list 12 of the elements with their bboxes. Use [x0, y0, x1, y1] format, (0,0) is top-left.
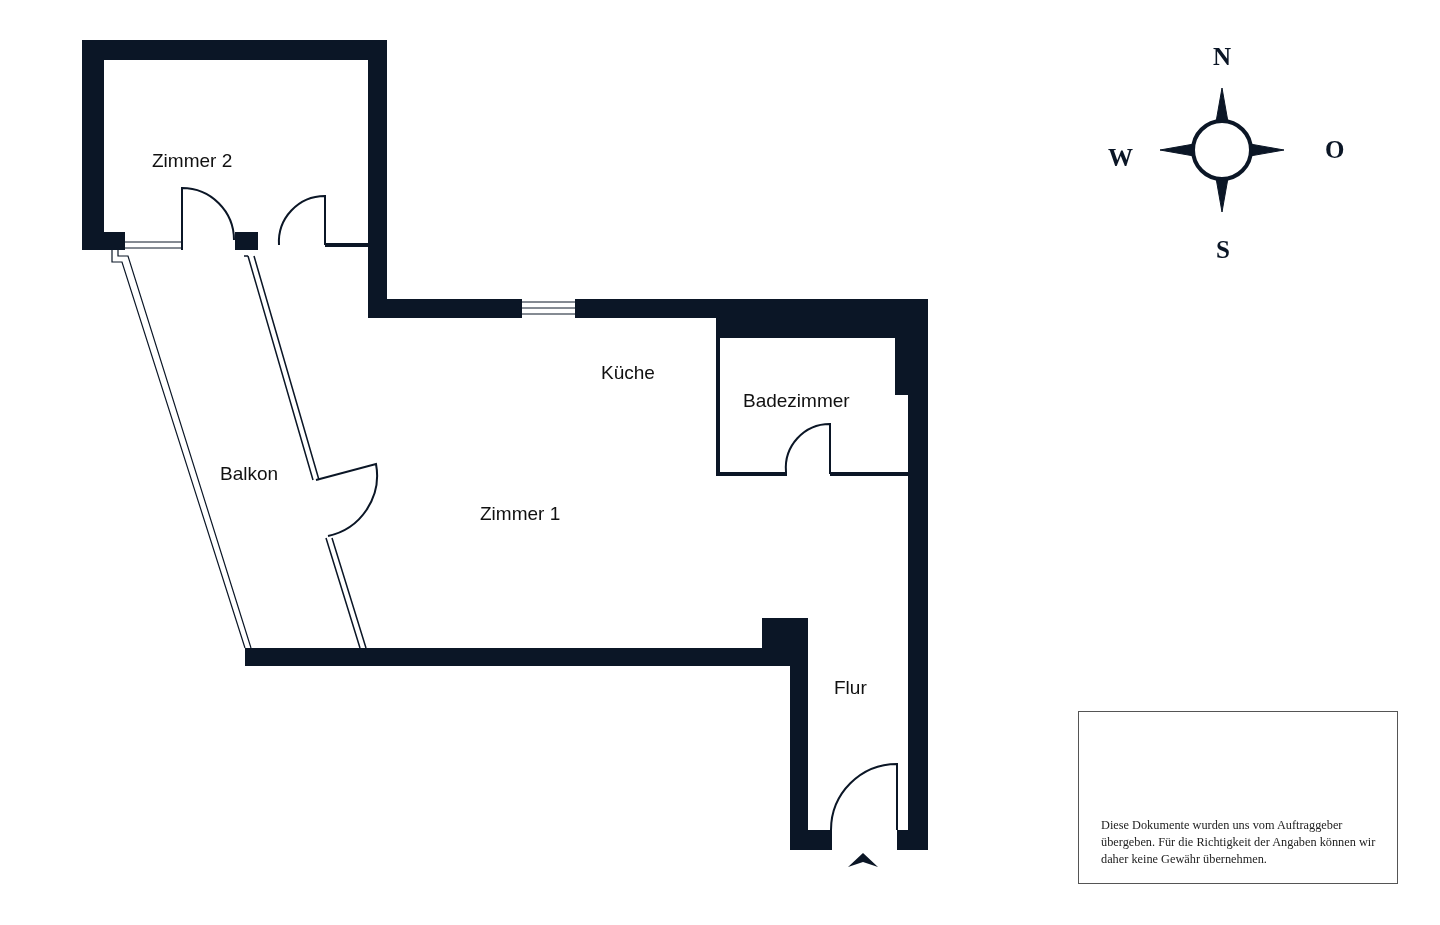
- room-label: Badezimmer: [743, 391, 850, 410]
- room-label: Flur: [834, 678, 867, 697]
- disclaimer-text: Diese Dokumente wurden uns vom Auftraggeber übergeben. Für die Richtigkeit der Angaben können wir daher keine Gewähr übernehmen.: [1101, 817, 1377, 868]
- compass-letter: N: [1213, 44, 1232, 69]
- room-label: Küche: [601, 363, 655, 382]
- disclaimer-card: [1078, 711, 1398, 884]
- room-label: Zimmer 2: [152, 151, 233, 170]
- compass-letter: S: [1216, 237, 1230, 262]
- room-label: Balkon: [220, 464, 279, 483]
- compass-letter: O: [1325, 137, 1345, 162]
- compass-letter: W: [1108, 145, 1133, 170]
- room-label: Zimmer 1: [480, 504, 561, 523]
